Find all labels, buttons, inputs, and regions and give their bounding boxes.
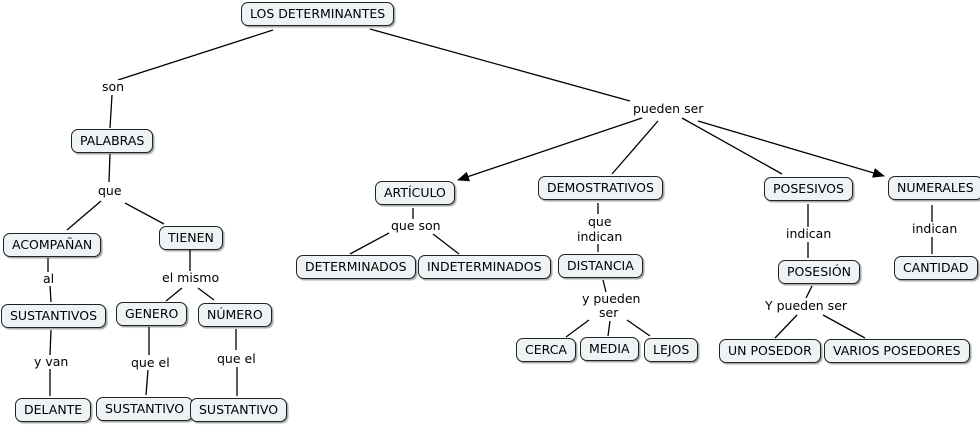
node-numerales[interactable]: NUMERALES	[888, 176, 980, 200]
node-sustantivo-numero[interactable]: SUSTANTIVO	[190, 398, 288, 422]
link-pueden-ser: pueden ser	[632, 101, 705, 116]
link-y-pueden-ser-posesion: Y pueden ser	[764, 298, 849, 313]
node-posesivos[interactable]: POSESIVOS	[764, 177, 853, 201]
edge-ser-lejos	[626, 319, 651, 337]
edge-ser-media	[607, 320, 611, 337]
node-acompanan[interactable]: ACOMPAÑAN	[3, 233, 102, 257]
edge-queson-indeterminados	[432, 233, 460, 255]
edge-puedenser-posesivos	[681, 117, 783, 175]
link-y-pueden-1: y pueden	[581, 291, 642, 306]
link-el-mismo: el mismo	[161, 270, 221, 285]
link-y-pueden-2: ser	[598, 305, 620, 320]
node-media[interactable]: MEDIA	[580, 337, 639, 361]
edge-posesion-ypueden	[805, 285, 813, 299]
link-que-el-numero: que el	[216, 351, 257, 366]
node-determinados[interactable]: DETERMINADOS	[296, 255, 416, 279]
node-articulo[interactable]: ARTÍCULO	[375, 181, 455, 205]
link-que: que	[97, 183, 123, 198]
edge-elmismo-numero	[197, 287, 215, 301]
edge-queson-determinados	[349, 232, 390, 255]
node-tienen[interactable]: TIENEN	[159, 226, 223, 250]
node-sustantivos[interactable]: SUSTANTIVOS	[1, 304, 107, 328]
node-cantidad[interactable]: CANTIDAD	[894, 256, 978, 280]
edge-puedenser-articulo	[457, 117, 643, 182]
edge-queel-sustantivo-a	[145, 369, 149, 396]
edge-ser-cerca	[565, 319, 590, 338]
link-son: son	[101, 79, 126, 94]
link-indican-numerales: indican	[911, 221, 959, 236]
link-indican-posesivos: indican	[785, 226, 833, 241]
node-palabras[interactable]: PALABRAS	[71, 129, 154, 153]
edge-palabras-que	[108, 153, 111, 183]
edge-elmismo-genero	[165, 287, 183, 302]
node-un-posedor[interactable]: UN POSEDOR	[719, 339, 821, 363]
node-sustantivo-genero[interactable]: SUSTANTIVO	[96, 397, 194, 421]
node-los-determinantes[interactable]: LOS DETERMINANTES	[241, 2, 395, 26]
link-y-van: y van	[33, 354, 70, 369]
node-genero[interactable]: GENERO	[116, 302, 188, 326]
node-cerca[interactable]: CERCA	[516, 338, 576, 362]
edge-puedenser-demostrativos	[611, 120, 659, 175]
edge-distancia-ypueden	[602, 279, 607, 293]
node-delante[interactable]: DELANTE	[15, 398, 92, 422]
link-que-el-genero: que el	[130, 355, 171, 370]
edge-root-puedenser	[369, 28, 631, 102]
link-que-son: que son	[390, 218, 442, 233]
link-al: al	[42, 271, 56, 286]
link-que-indican-2: indican	[576, 229, 624, 244]
edge-al-sustantivos	[49, 284, 52, 303]
edge-ypueden-unposedor	[774, 314, 798, 339]
node-posesion[interactable]: POSESIÓN	[778, 260, 861, 284]
link-que-indican-1: que	[587, 214, 613, 229]
node-varios-posedores[interactable]: VARIOS POSEDORES	[824, 339, 970, 363]
node-distancia[interactable]: DISTANCIA	[558, 254, 643, 278]
node-lejos[interactable]: LEJOS	[644, 338, 699, 362]
edge-que-tienen	[124, 202, 165, 225]
edge-que-acompanan	[66, 200, 102, 231]
edge-root-son	[117, 29, 274, 81]
edge-puedenser-numerales	[697, 120, 885, 178]
node-numero[interactable]: NÚMERO	[198, 303, 272, 327]
node-indeterminados[interactable]: INDETERMINADOS	[418, 255, 551, 279]
edge-sustantivos-yvan	[49, 329, 52, 356]
edge-ypueden-variosposedores	[822, 314, 866, 339]
node-demostrativos[interactable]: DEMOSTRATIVOS	[538, 176, 663, 200]
edge-son-palabras	[109, 94, 113, 129]
